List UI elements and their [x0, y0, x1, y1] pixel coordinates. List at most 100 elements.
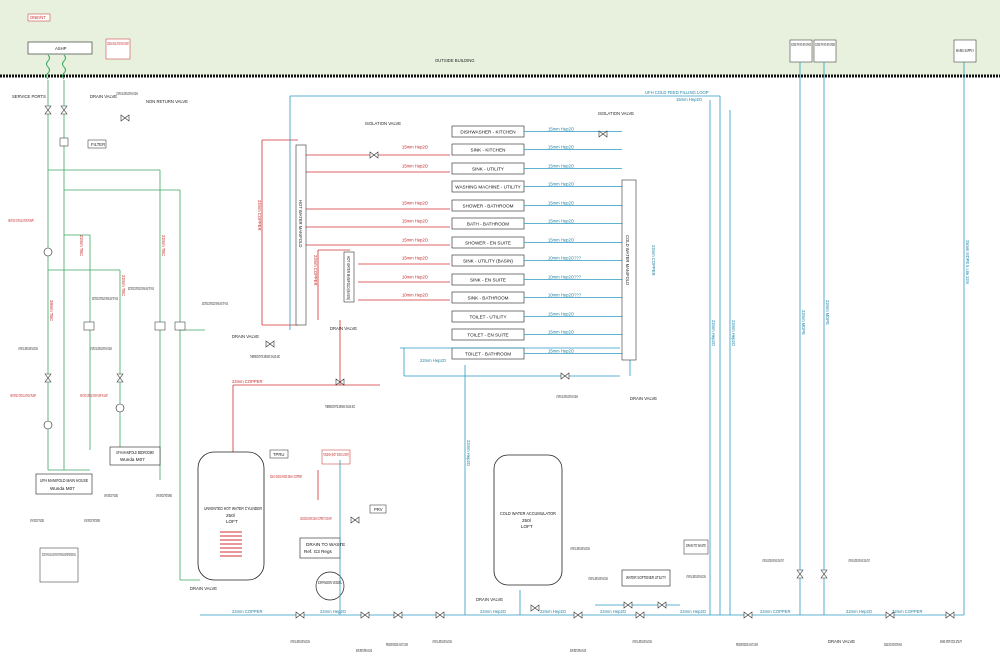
b-stop-label: MAINS STOP COCK UTILITY	[940, 639, 962, 644]
service-ports-label: SERVICE PORTS	[12, 94, 46, 99]
bot-hep-3: 22mm Hep2O	[540, 609, 567, 614]
pump-2-label: HEATING CIRCULATION PUMP	[10, 393, 36, 398]
hot-manifold-1-label: HOT WATER MANIFOLD	[298, 200, 303, 247]
accumulator-loft: LOFT	[521, 524, 533, 529]
ect-2-label: ELECTRONIC CONTROLLED THERMAL SHUT OFF V…	[128, 286, 154, 291]
outside-tap-garden-label: OUTSIDE TAP WITH NRV GARDEN	[815, 42, 835, 47]
bot-copper-left: 22mm COPPER	[232, 609, 262, 614]
ufh-flows2-label: UFH CIRCUIT FLOWS	[104, 493, 118, 498]
fixture-label: SHOWER - EN SUITE	[465, 241, 511, 246]
outside-tap-garage	[789, 39, 813, 63]
fixture-label: WASHING MACHINE - UTILITY	[455, 185, 520, 190]
mains-supply-label: MAINS SUPPLY	[956, 48, 974, 53]
circuits-note: CIRCUITS FOR UFH AND ALSO 2-3 LINES STRA…	[42, 552, 76, 557]
hot-branch-label: 15mm Hep2O	[402, 164, 429, 169]
qt2-valve	[623, 601, 633, 609]
tmv40-label: THERMOSTATIC MIXING VALVE 40C	[325, 404, 355, 409]
bot-copper-right: 22mm COPPER	[892, 609, 922, 614]
hot-manifold-2	[343, 251, 355, 303]
b-dc-label: DOUBLE CHECK NON RETURN VALVE	[884, 642, 902, 647]
cold-branch-label: 15mm Hep2O	[548, 182, 575, 187]
insulated-hose-note	[105, 38, 131, 60]
pump-1-label: HEATING CIRCULATION PUMP?	[8, 218, 34, 223]
fixture-label: TOILET - BATHROOM	[465, 352, 511, 357]
hot-manifold-2-label: HOT WATER MANIFOLD (BASIN)	[346, 256, 351, 300]
cold-branch-label: 15mm Hep2O	[548, 219, 575, 224]
qt1-valve	[530, 604, 540, 612]
discharge-label: 22mm DISCHARGE 28mm COPPER	[270, 474, 302, 479]
heat-pipe-22a: 22mm TBC	[79, 235, 84, 256]
drain-to-waste-sub: Ref. G3 Regs	[304, 549, 333, 554]
heat-pipe-22c: 22mm TBC	[121, 275, 126, 296]
copper22b-label: 22mm COPPER	[313, 255, 318, 285]
expansion-vessel	[315, 571, 345, 601]
hot-manifold-1	[295, 144, 307, 326]
cold-branch-label: 15mm Hep2O	[548, 127, 575, 132]
fixture-label: SINK - KITCHEN	[471, 148, 506, 153]
expansion-label: EXPANSION VESSEL	[318, 580, 342, 585]
drain-valve-bot-label: DRAIN VALVE	[190, 586, 217, 591]
drain-waste-cold-box	[683, 539, 709, 555]
insulated-hose-label: 22/28mm INSULATED FLEX HOSES?	[107, 41, 129, 46]
drain-valve-hot-label: DRAIN VALVE	[232, 334, 259, 339]
tmv48-label: THERMOSTATIC MIXING VALVE 48C	[250, 354, 280, 359]
ufh-returns2-label: UFH CIRCUIT RETURNS	[156, 493, 172, 498]
fixture-label: TOILET - UTILITY	[469, 315, 506, 320]
bot-hep-1: 22mm Hep2O	[320, 609, 347, 614]
bot-hep-6: 22mm Hep2O	[846, 609, 873, 614]
b-qt2-label: ¼ TURN FULL BORE LEVER VALVE 22mm	[432, 639, 452, 644]
ufh-flows-label: UFH CIRCUIT FLOWS	[30, 518, 44, 523]
ect-1-label: ELECTRONIC CONTROLLED THERMAL SHUT OFF V…	[92, 296, 118, 301]
iso-valve-cold-label: ISOLATION VALVE	[598, 111, 634, 116]
tundish-box	[321, 449, 351, 465]
prv-box	[369, 504, 387, 514]
hot-main-label: 22mm COPPER	[232, 379, 262, 384]
cold-branch-label: 15mm Hep2O	[548, 238, 575, 243]
fixture-label: TOILET - EN SUITE	[467, 333, 508, 338]
ect-3-label: ELECTRONIC CONTROLLED THERMAL SHUT OFF V…	[202, 301, 228, 306]
cold-branch-label: 10mm Hep2O???	[548, 275, 582, 280]
fixture-label: DISHWASHER - KITCHEN	[460, 130, 515, 135]
cold-branch-label: 15mm Hep2O	[548, 312, 575, 317]
cold-branch-label: 15mm Hep2O	[548, 349, 575, 354]
softener-label: WATER SOFTENER UTILITY	[626, 575, 666, 580]
outside-area	[0, 0, 1000, 76]
fixture-label: SINK - BATHROOM	[467, 296, 508, 301]
vert-hep2-label: 22mm Hep2O	[731, 320, 736, 347]
b-nrv2-label: NON RETURN VALVE	[570, 648, 586, 653]
qt-ut1-valve	[796, 569, 804, 579]
ufh-loop-label: UFH COLD FEED FILLING LOOP	[645, 90, 709, 95]
outside-tap-garage-label: OUTSIDE TAP WITH NRV GARAGE	[791, 42, 811, 47]
cold-branch-label: 10mm Hep2O???	[548, 293, 582, 298]
softener-box	[621, 569, 671, 587]
drain-valve-top-label: DRAIN VALVE	[90, 94, 117, 99]
cold-branch-label: 15mm Hep2O	[548, 164, 575, 169]
onejnt-label: ONE/NT	[30, 15, 46, 20]
fixture-label: SINK - EN SUITE	[470, 278, 506, 283]
qt-left-label: ¼ TURN FULL BORE LEVER VALVE 22mm	[18, 346, 38, 351]
ufh-returns-label: UFH CIRCUIT RETURNS	[84, 518, 100, 523]
cold-manifold-label: COLD WATER MANIFOLD	[625, 235, 630, 285]
prv-label: PRV	[374, 507, 383, 512]
pump-3-label: HEATING CIRCULATION PUMP IN-LINE?	[80, 393, 108, 398]
heat-pipe-28: 28mm TBC	[49, 300, 54, 321]
qt-ut2-label: ¼ TURN FULL BORE LEVER VALVE 22mm UTILIT…	[848, 558, 870, 563]
b-qt1-label: ¼ TURN FULL BORE LEVER VALVE 22mm	[290, 639, 310, 644]
bot-copper-mid: 22mm COPPER	[760, 609, 790, 614]
cold-branch-label: 15mm Hep2O	[548, 201, 575, 206]
ufh-main-box	[35, 473, 93, 495]
qt-cold-label: ¼ TURN FULL BORE LEVER VALVE 22mm	[556, 394, 578, 399]
cold-branch-label: 10mm Hep2O???	[548, 256, 582, 261]
b-qt3-label: ¼ TURN FULL BORE LEVER VALVE 22mm	[632, 639, 652, 644]
bot-hep-2: 22mm Hep2O	[480, 609, 507, 614]
mains-supply-box	[953, 39, 977, 63]
qt2-label: ¼ TURN FULL BORE LEVER VALVE 22mm	[588, 576, 608, 581]
circuits-note-box	[39, 547, 79, 583]
iso-valve-hot	[369, 151, 379, 159]
qt-top-label: ¼ TURN FULL BORE LEVER VALVE 22mm	[116, 91, 138, 96]
drain-to-waste-box	[299, 537, 341, 559]
vert-mdpe2-label: 22mm MDPE	[825, 300, 830, 325]
prv-valve	[350, 516, 360, 524]
ect-valve-1	[83, 321, 95, 331]
